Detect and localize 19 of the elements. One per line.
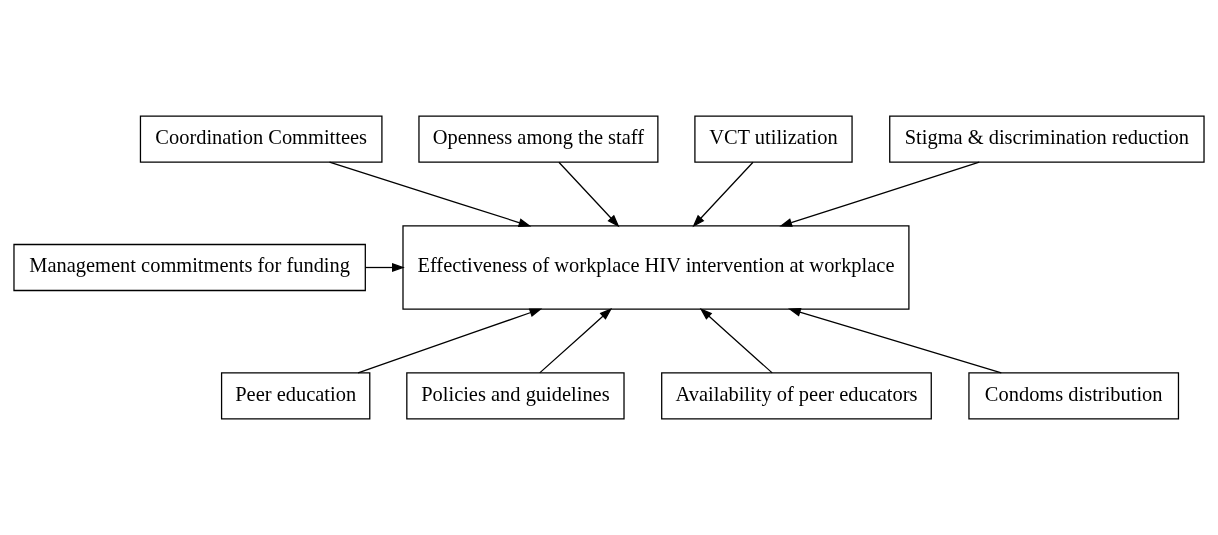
node-box: Policies and guidelines [406, 372, 625, 420]
node-box: Stigma & discrimination reduction [889, 115, 1205, 163]
arrow [558, 161, 620, 228]
node-box: Condoms distribution [968, 372, 1180, 420]
arrow [788, 307, 1002, 374]
arrow [364, 263, 405, 272]
arrow [779, 161, 980, 227]
node-box: Coordination Committees [139, 115, 383, 163]
arrow [539, 308, 613, 374]
node-box: Availability of peer educators [661, 372, 932, 420]
node-box: Management commitments for funding [13, 243, 366, 292]
node-box: Peer education [220, 372, 371, 420]
node-box: Openness among the staff [418, 115, 659, 163]
arrow [328, 161, 532, 227]
arrow [357, 308, 543, 374]
node-box: Effectiveness of workplace HIV intervention at workplace [402, 225, 910, 310]
node-box: VCT utilization [694, 115, 853, 163]
arrow [699, 308, 773, 374]
arrow [692, 161, 754, 228]
